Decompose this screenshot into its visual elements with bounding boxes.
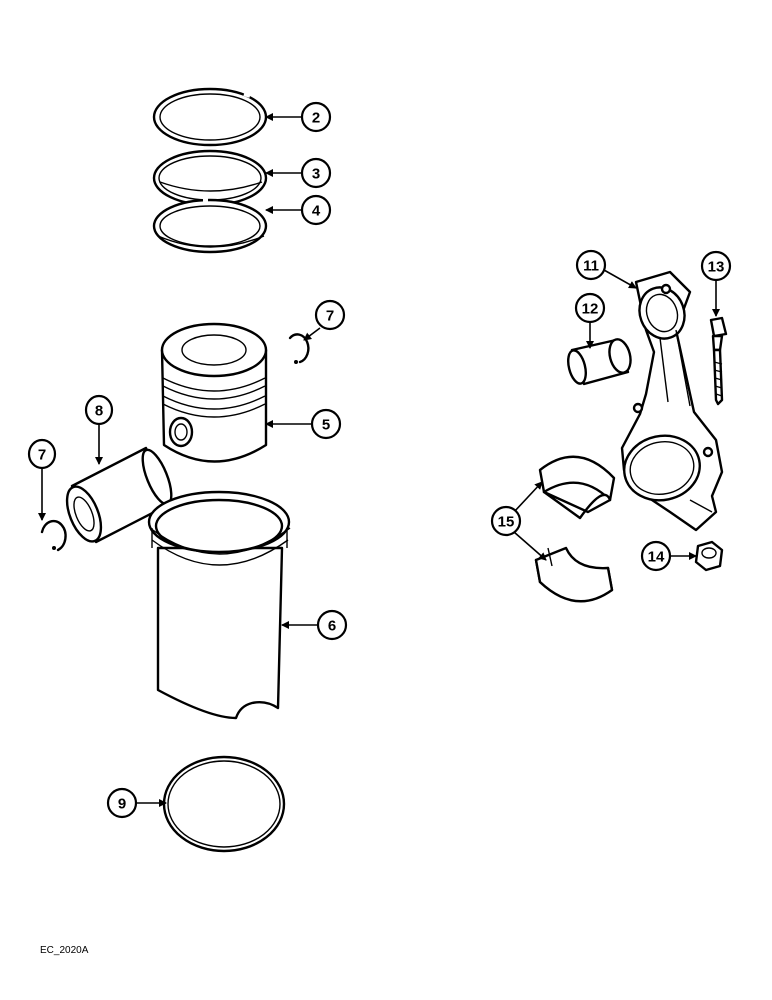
callout-11: 11 bbox=[575, 249, 637, 289]
piston-pin bbox=[65, 446, 173, 544]
svg-text:12: 12 bbox=[582, 301, 599, 318]
callout-7-right: 7 bbox=[303, 299, 346, 341]
circlip-left bbox=[40, 519, 67, 552]
callout-3: 3 bbox=[265, 157, 332, 189]
piston-ring-oil bbox=[152, 198, 268, 254]
small-end-bushing bbox=[567, 338, 632, 386]
svg-text:9: 9 bbox=[118, 796, 126, 813]
liner-o-ring bbox=[162, 755, 286, 853]
piston-ring-middle bbox=[152, 149, 268, 207]
connecting-rod-bolt bbox=[709, 316, 728, 406]
connecting-rod bbox=[620, 270, 724, 532]
callout-13: 13 bbox=[700, 250, 732, 317]
callout-7-left: 7 bbox=[27, 438, 57, 521]
svg-text:4: 4 bbox=[312, 203, 321, 220]
callout-14: 14 bbox=[640, 540, 697, 572]
callout-12: 12 bbox=[574, 292, 606, 349]
svg-text:2: 2 bbox=[312, 110, 320, 127]
bearing-shell-lower bbox=[534, 546, 614, 603]
svg-text:15: 15 bbox=[498, 514, 515, 531]
svg-text:13: 13 bbox=[708, 259, 725, 276]
callout-8: 8 bbox=[84, 394, 114, 465]
svg-text:6: 6 bbox=[328, 618, 336, 635]
callout-5: 5 bbox=[265, 408, 342, 440]
callout-9: 9 bbox=[106, 787, 167, 819]
svg-text:14: 14 bbox=[648, 549, 665, 566]
callout-6: 6 bbox=[281, 609, 348, 641]
connecting-rod-nut bbox=[694, 540, 724, 572]
callout-4: 4 bbox=[265, 194, 332, 226]
callout-2: 2 bbox=[265, 101, 332, 133]
bearing-shell-upper bbox=[538, 455, 616, 520]
svg-text:5: 5 bbox=[322, 417, 330, 434]
svg-text:7: 7 bbox=[326, 308, 334, 325]
svg-text:7: 7 bbox=[38, 447, 46, 464]
callout-15: 15 bbox=[490, 481, 547, 561]
figure-reference-code: EC_2020A bbox=[40, 945, 89, 956]
circlip-right bbox=[288, 333, 310, 364]
cylinder-liner bbox=[147, 490, 291, 720]
svg-text:11: 11 bbox=[583, 258, 599, 275]
svg-text:8: 8 bbox=[95, 403, 103, 420]
svg-text:3: 3 bbox=[312, 166, 320, 183]
piston bbox=[160, 322, 268, 463]
piston-ring-top bbox=[152, 87, 268, 147]
